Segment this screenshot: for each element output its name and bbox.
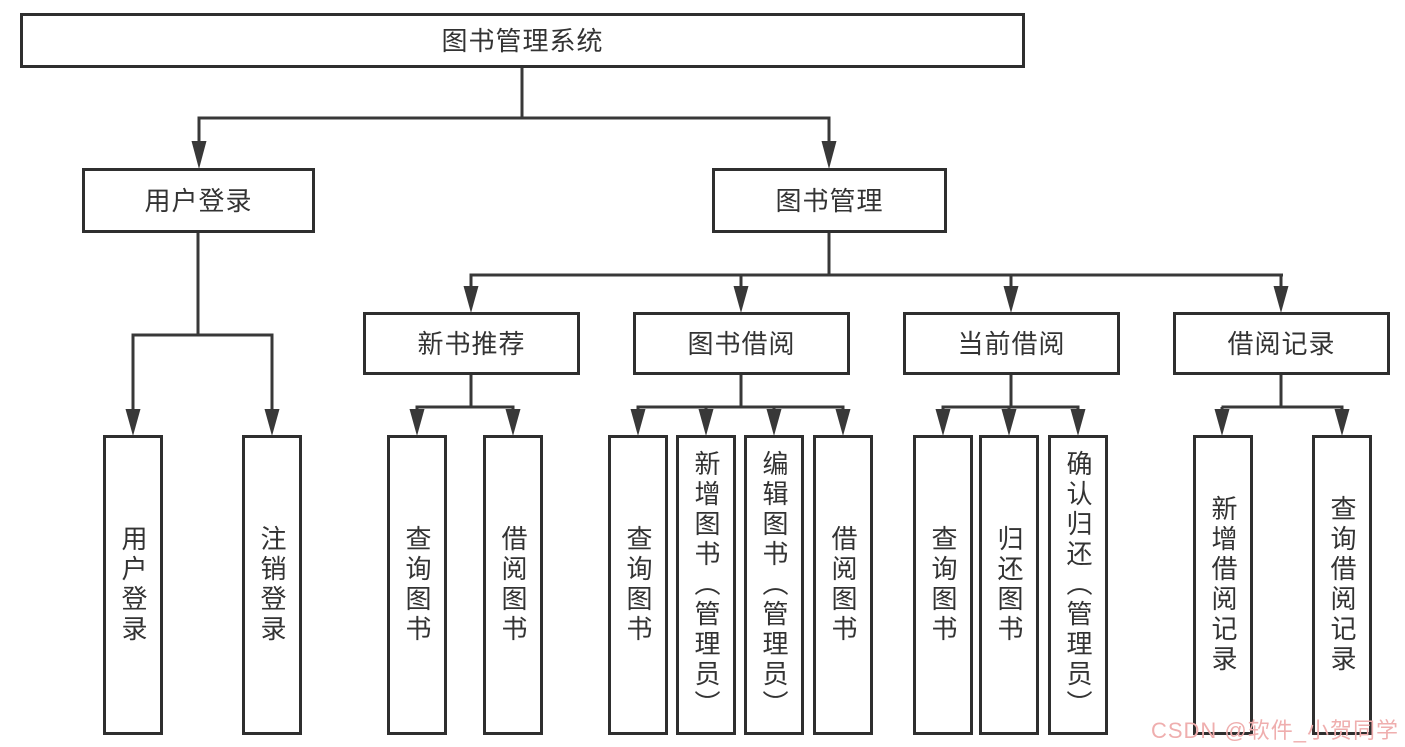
node-user-login-module: 用户登录: [82, 168, 315, 233]
csdn-watermark: CSDN @软件_小贺同学: [1150, 718, 1399, 743]
node-borrow-records: 借阅记录: [1173, 312, 1390, 375]
node-new-book-recommend: 新书推荐: [363, 312, 580, 375]
node-book-management-module: 图书管理: [712, 168, 947, 233]
leaf-query-books-current: 查询图书: [913, 435, 973, 735]
node-book-borrow: 图书借阅: [633, 312, 850, 375]
leaf-query-borrow-record: 查询借阅记录: [1312, 435, 1372, 735]
leaf-borrow-books: 借阅图书: [813, 435, 873, 735]
leaf-return-books: 归还图书: [979, 435, 1039, 735]
leaf-query-books-borrow: 查询图书: [608, 435, 668, 735]
leaf-query-books-recommend: 查询图书: [387, 435, 447, 735]
leaf-confirm-return-admin: 确认归还（管理员）: [1048, 435, 1108, 735]
leaf-user-login: 用户登录: [103, 435, 163, 735]
leaf-logout: 注销登录: [242, 435, 302, 735]
leaf-add-books-admin: 新增图书（管理员）: [676, 435, 736, 735]
leaf-add-borrow-record: 新增借阅记录: [1193, 435, 1253, 735]
leaf-borrow-books-recommend: 借阅图书: [483, 435, 543, 735]
leaf-edit-books-admin: 编辑图书（管理员）: [744, 435, 804, 735]
node-current-borrow: 当前借阅: [903, 312, 1120, 375]
node-library-management-system: 图书管理系统: [20, 13, 1025, 68]
